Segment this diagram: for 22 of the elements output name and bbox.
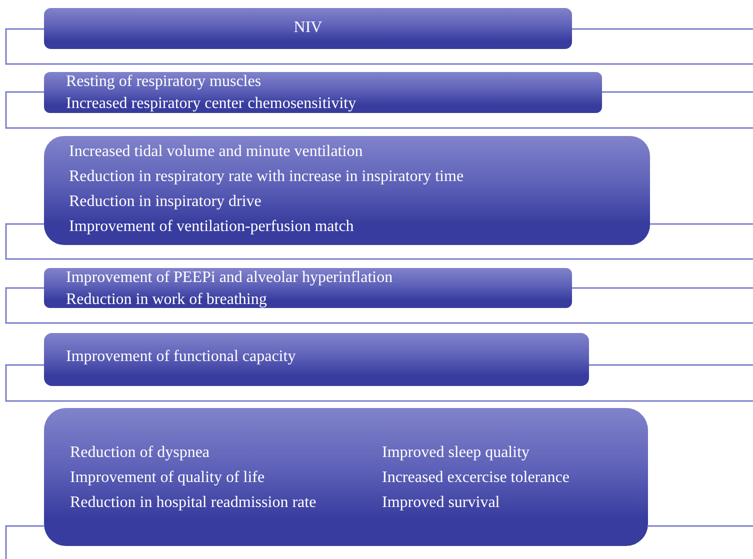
rounded-box [44, 72, 602, 113]
box-text: Improvement of PEEPi and alveolar hyperinflation [66, 268, 393, 288]
box-text: Improved sleep quality [382, 443, 530, 463]
rounded-box [44, 333, 589, 386]
box-text: Reduction in work of breathing [66, 290, 267, 310]
box-text: Reduction in hospital readmission rate [70, 493, 316, 513]
box-text: Reduction in respiratory rate with increase in inspiratory time [69, 167, 464, 187]
rounded-box [44, 136, 650, 245]
box-text: Increased excercise tolerance [382, 468, 570, 488]
rounded-box [44, 408, 648, 546]
rounded-box [44, 268, 572, 308]
box-text: Improved survival [382, 493, 500, 513]
box-text: Improvement of ventilation-perfusion match [69, 217, 354, 237]
rounded-box [44, 8, 572, 49]
box-text: Reduction of dyspnea [70, 443, 210, 463]
box-text: Improvement of functional capacity [66, 347, 296, 367]
box-text: Improvement of quality of life [70, 468, 265, 488]
box-text: Resting of respiratory muscles [66, 72, 262, 92]
box-text: Increased tidal volume and minute ventilation [69, 142, 363, 162]
box-text: Reduction in inspiratory drive [69, 192, 262, 212]
box-text: NIV [292, 18, 324, 38]
box-text: Increased respiratory center chemosensitivity [66, 94, 356, 114]
